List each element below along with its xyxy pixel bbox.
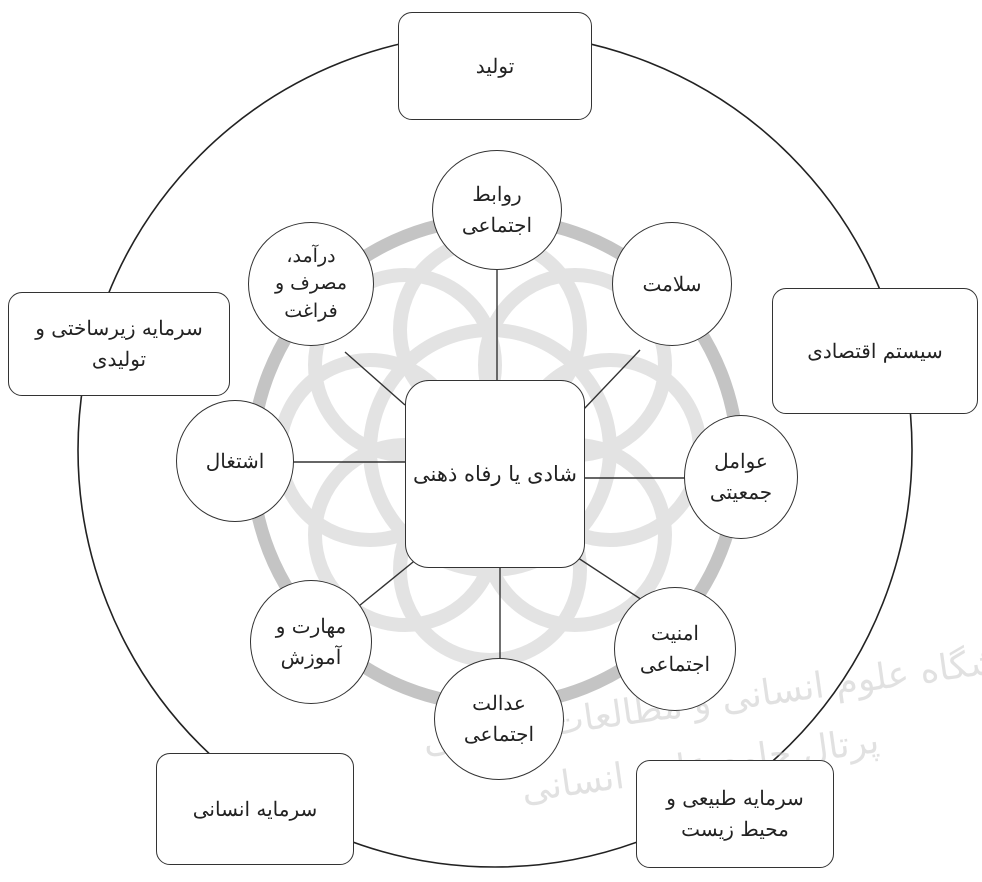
- node-production: تولید: [398, 12, 592, 120]
- label-economic-system: سیستم اقتصادی: [807, 336, 943, 367]
- node-social-security: امنیت اجتماعی: [614, 587, 736, 711]
- label-social-security: امنیت اجتماعی: [640, 618, 710, 680]
- center-node: شادی یا رفاه ذهنی: [405, 380, 585, 568]
- label-production: تولید: [476, 51, 515, 82]
- label-health: سلامت: [642, 269, 701, 300]
- node-economic-system: سیستم اقتصادی: [772, 288, 978, 414]
- node-human-capital: سرمایه انسانی: [156, 753, 354, 865]
- node-social-justice: عدالت اجتماعی: [434, 658, 564, 780]
- node-natural-capital: سرمایه طبیعی و محیط زیست: [636, 760, 834, 868]
- label-human-capital: سرمایه انسانی: [193, 794, 318, 825]
- center-label: شادی یا رفاه ذهنی: [413, 458, 577, 491]
- label-social-relations: روابط اجتماعی: [462, 179, 532, 241]
- label-skills-education: مهارت و آموزش: [276, 611, 347, 673]
- node-health: سلامت: [612, 222, 732, 346]
- label-employment: اشتغال: [206, 446, 265, 477]
- node-employment: اشتغال: [176, 400, 294, 522]
- node-skills-education: مهارت و آموزش: [250, 580, 372, 704]
- node-social-relations: روابط اجتماعی: [432, 150, 562, 270]
- label-income-consumption-leisure: درآمد، مصرف و فراغت: [275, 243, 347, 326]
- label-infrastructure-capital: سرمایه زیرساختی و تولیدی: [35, 313, 202, 375]
- label-social-justice: عدالت اجتماعی: [464, 688, 534, 750]
- node-infrastructure-capital: سرمایه زیرساختی و تولیدی: [8, 292, 230, 396]
- node-demographic-factors: عوامل جمعیتی: [684, 415, 798, 539]
- label-demographic-factors: عوامل جمعیتی: [710, 446, 772, 508]
- node-income-consumption-leisure: درآمد، مصرف و فراغت: [248, 222, 374, 346]
- label-natural-capital: سرمایه طبیعی و محیط زیست: [666, 783, 804, 845]
